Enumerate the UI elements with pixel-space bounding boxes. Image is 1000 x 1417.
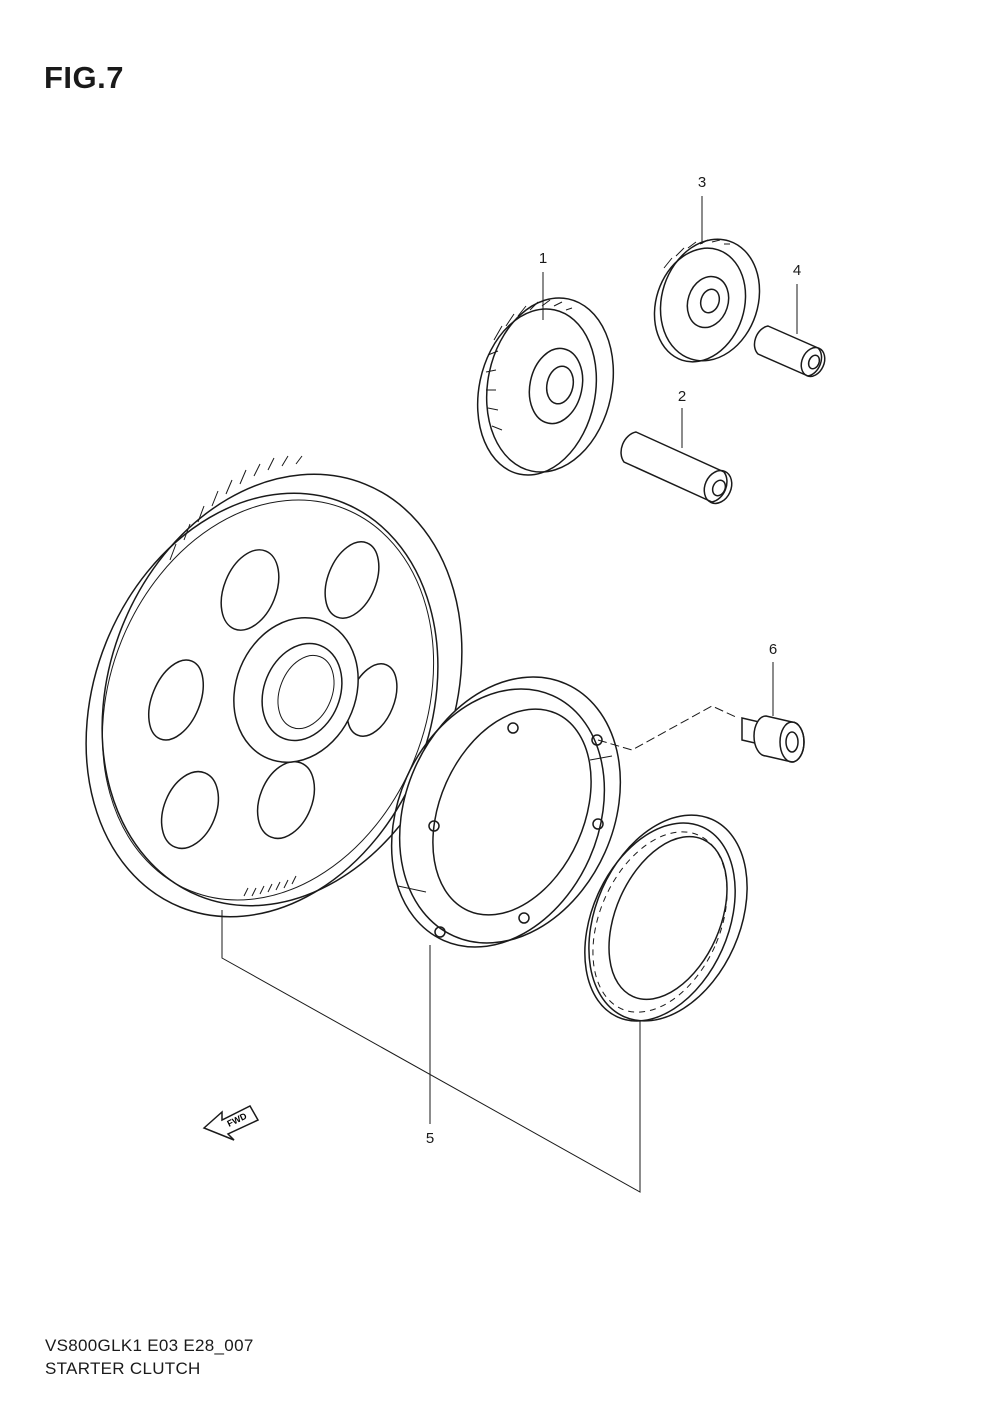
clutch-housing-5 — [390, 676, 622, 948]
bushing-4 — [753, 325, 826, 378]
idle-gear-1 — [476, 297, 615, 476]
callout-1: 1 — [538, 250, 548, 267]
one-way-clutch — [584, 814, 748, 1022]
idle-gear-3 — [653, 238, 761, 363]
bolt-6 — [741, 715, 805, 763]
callout-3: 3 — [697, 174, 707, 191]
callout-2: 2 — [677, 388, 687, 405]
callout-5: 5 — [425, 1130, 435, 1147]
leader-lines — [221, 196, 798, 1193]
callout-6: 6 — [768, 641, 778, 658]
callout-4: 4 — [792, 262, 802, 279]
diagram-code: VS800GLK1 E03 E28_007 — [45, 1336, 254, 1355]
fig-title: FIG.7 — [44, 60, 125, 95]
fwd-arrow-icon: FWD — [202, 1105, 260, 1141]
diagram-name: STARTER CLUTCH — [45, 1359, 201, 1378]
shaft-2 — [620, 431, 733, 505]
